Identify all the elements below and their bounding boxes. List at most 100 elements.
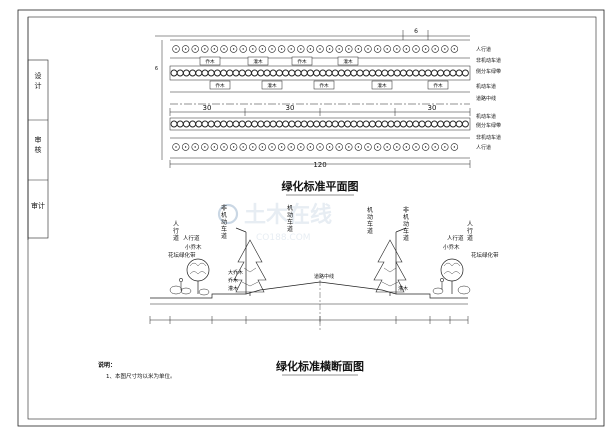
tree-symbol [421,45,430,53]
shrub-symbol [176,69,184,77]
shrub-symbol [399,69,407,77]
tree-symbol [229,45,238,53]
tree-symbol [210,143,219,151]
tree-left-tall [233,239,267,296]
shrub-symbol [319,120,327,128]
svg-text:核: 核 [35,145,42,154]
label-left-tree-3: 灌木 [228,285,238,292]
shrub-symbol [275,120,283,128]
shrub-symbol [449,69,457,77]
plant-tag: 乔木 [215,82,225,89]
label-centerline: 道路中线 [314,273,334,280]
pedestrian-figures [179,278,444,290]
tree-symbol [393,143,401,151]
shrub-symbol [182,69,190,77]
notes: 说明： 1、本图尺寸均以米为单位。 [98,361,176,380]
label-left-bike-lane: 非机动车道 [221,204,227,240]
tree-symbol [220,143,228,151]
tree-symbol [249,143,257,151]
shrub-symbol [306,69,314,77]
tree-symbol [316,45,324,53]
shrub-symbol [195,120,203,128]
tree-symbol [431,143,439,151]
plan-right-label: 侧分车绿带 [476,68,501,75]
tree-symbol [325,143,334,151]
tree-symbol [383,45,391,53]
tree-symbol [393,45,401,53]
shrub-symbol [344,69,352,77]
shrub-symbol [375,69,383,77]
tree-symbol [191,143,199,151]
tree-symbol [450,143,459,151]
shrub-symbol [387,69,395,77]
plan-view: 6 6 乔木灌木乔木灌木 乔木灌木乔木灌木乔木 30 30 30 [155,28,501,196]
tree-symbol [325,45,334,53]
plan-dim-seg-2: 30 [286,104,295,112]
tree-symbol [229,143,238,151]
label-left-small: 小乔木 [185,243,202,251]
tree-symbol [249,45,257,53]
tree-symbol [412,45,420,53]
shrub-symbol [331,120,339,128]
shrub-symbol [325,120,333,128]
plan-dim-seg-1: 30 [203,104,212,112]
shrub-symbol [344,120,352,128]
shrub-symbol [220,69,228,77]
plant-tag: 乔木 [205,58,215,65]
shrub-symbol [257,69,265,77]
shrub-symbol [424,120,432,128]
tree-row-top [172,45,459,53]
plant-tag: 乔木 [433,82,443,89]
shrub-symbol [337,69,345,77]
shrub-symbol [201,120,209,128]
label-left-motor-lane: 机动车道 [287,204,293,233]
label-right-bike-lane: 非机动车道 [403,206,409,242]
notes-heading: 说明： [98,361,116,369]
watermark: 土木在线 CO188.COM [217,202,332,243]
tree-symbol [441,143,449,151]
shrub-symbol [300,69,308,77]
plan-dim-total: 120 [313,161,326,169]
shrub-symbol [269,69,277,77]
shrub-symbol [381,69,389,77]
tree-symbol [277,143,286,151]
plan-right-label: 机动车道 [476,113,496,120]
green-belt-2 [169,117,471,131]
tree-symbol [268,143,276,151]
shrub-symbol [350,120,358,128]
tree-symbol [191,45,199,53]
tree-symbol [402,143,411,151]
street-lamp-left [235,227,247,294]
plan-right-label: 机动车道 [476,83,496,90]
shrub-symbol [418,120,426,128]
plan-right-label: 人行道 [476,144,491,151]
tree-symbol [181,143,190,151]
shrub-symbol [213,69,221,77]
tree-symbol [201,143,209,151]
tree-symbol [354,143,363,151]
shrub-symbol [294,120,302,128]
watermark-sub: CO188.COM [256,233,311,243]
shrub-symbol [257,120,265,128]
tree-symbol [316,143,324,151]
shrub-symbol [288,120,296,128]
shrub-symbol [170,120,178,128]
shrub-symbol [226,69,234,77]
plant-tag: 灌木 [343,58,353,65]
tree-symbol [373,143,382,151]
tree-symbol [277,45,286,53]
shrub-symbol [437,120,445,128]
shrub-symbol [449,120,457,128]
plan-right-label: 道路中线 [476,95,496,102]
shrub-symbol [275,69,283,77]
shrub-symbol [213,120,221,128]
plant-tag: 灌木 [267,82,277,89]
shrub-symbol [406,120,414,128]
plan-dim-seg-3: 30 [428,104,437,112]
tree-symbol [402,45,411,53]
tree-symbol [421,143,430,151]
tree-symbol [181,45,190,53]
shrub-symbol [350,69,358,77]
